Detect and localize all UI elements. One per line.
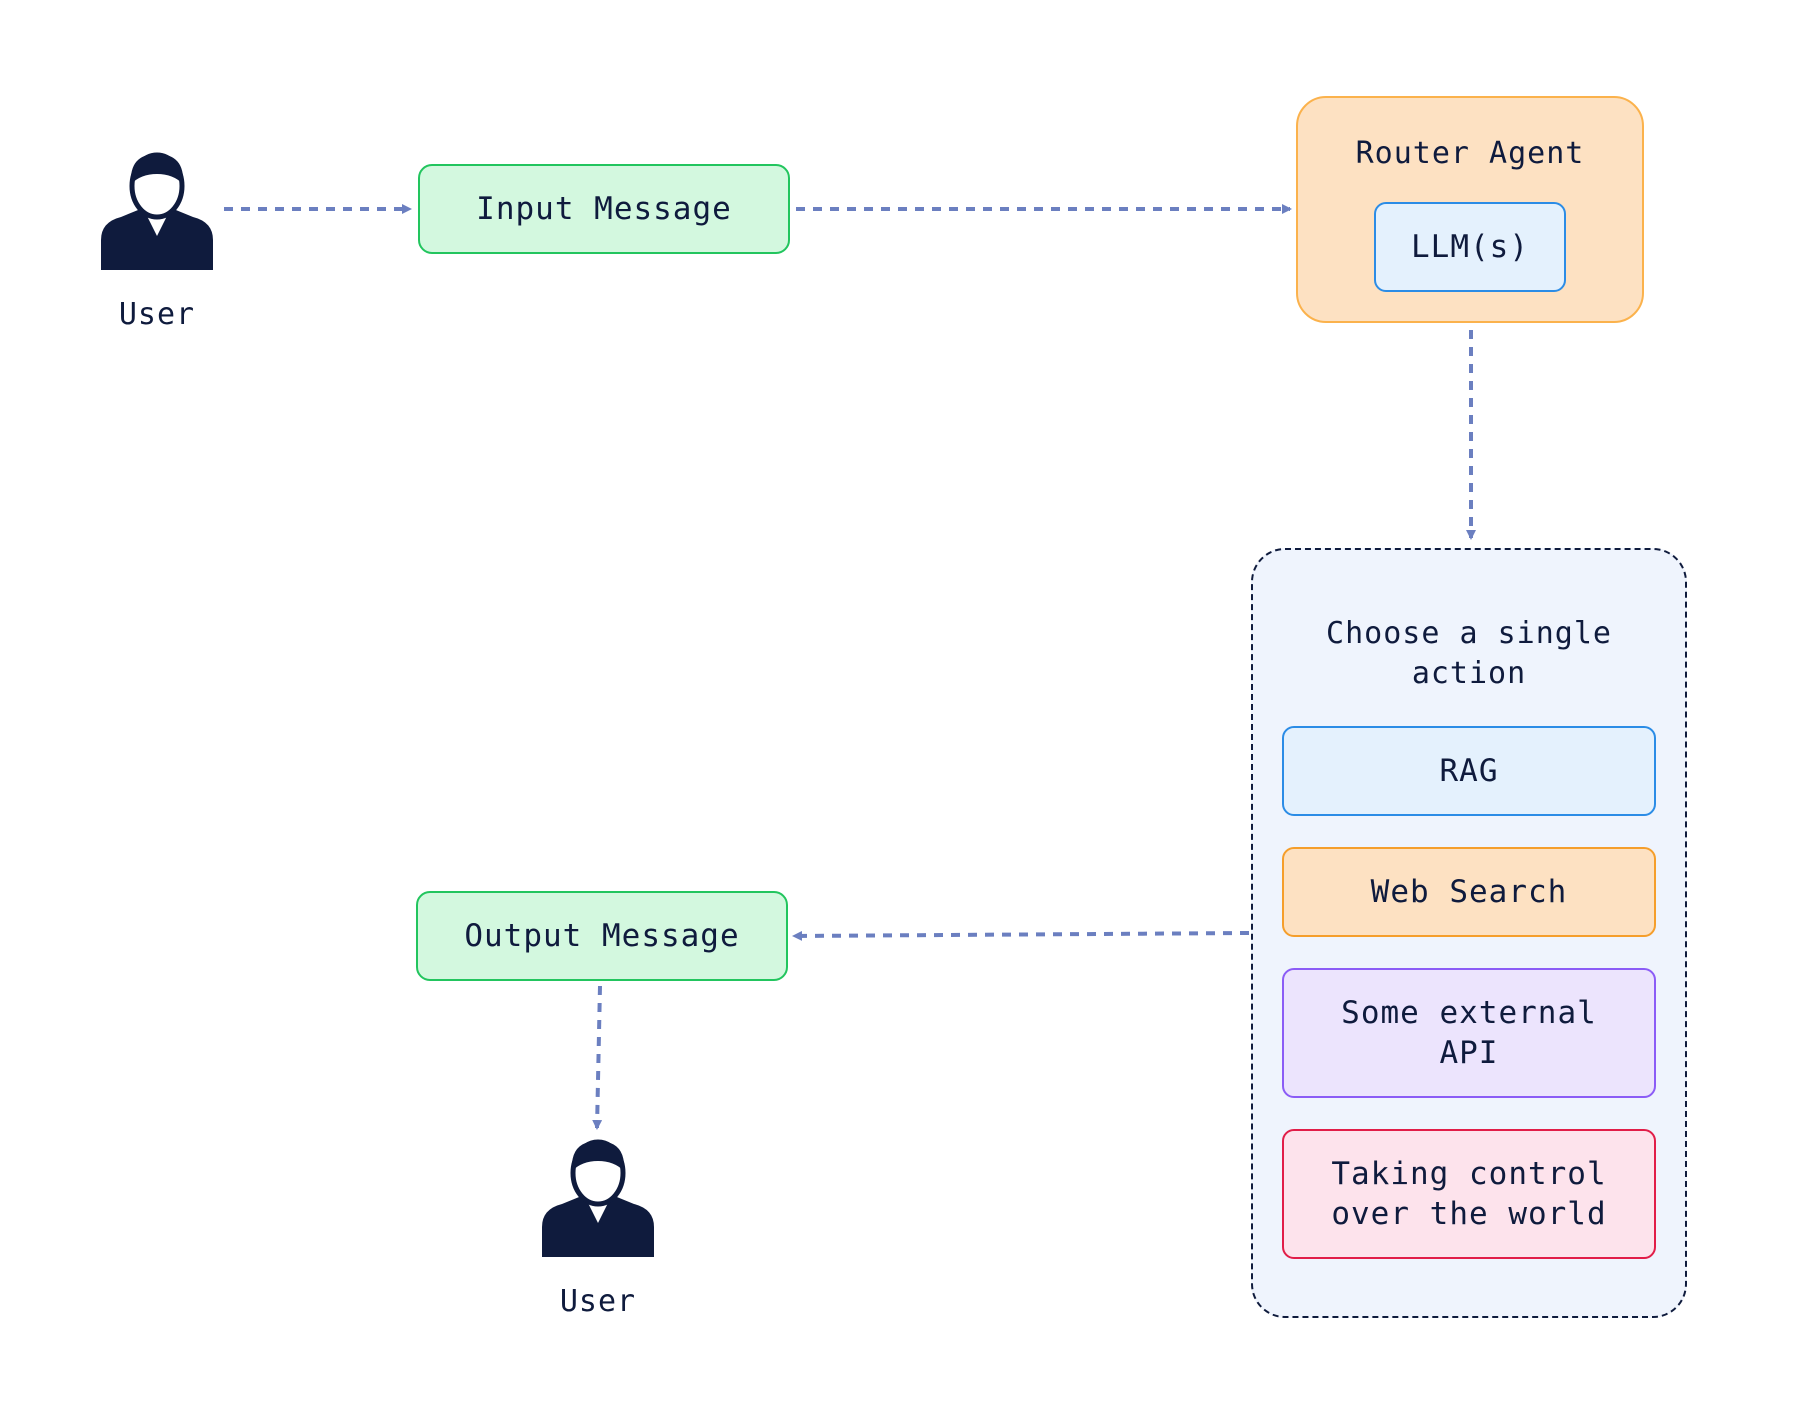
arrow-actions-to-output: [792, 930, 1250, 941]
action-panel: Choose a single action RAG Web Search So…: [1251, 548, 1687, 1318]
user-label-bottom: User: [559, 1284, 637, 1319]
router-agent-box: Router Agent LLM(s): [1296, 96, 1644, 323]
arrow-output-to-user: [592, 985, 603, 1130]
action-rag: RAG: [1282, 726, 1656, 816]
router-agent-title: Router Agent: [1355, 136, 1585, 171]
output-message-box: Output Message: [416, 891, 788, 981]
user-icon: [101, 152, 213, 270]
user-icon: [542, 1139, 654, 1257]
action-external-api: Some external API: [1282, 968, 1656, 1098]
action-web-search: Web Search: [1282, 847, 1656, 937]
action-take-control: Taking control over the world: [1282, 1129, 1656, 1259]
llm-box: LLM(s): [1374, 202, 1566, 292]
action-panel-title: Choose a single action: [1326, 616, 1612, 691]
user-label-top: User: [118, 297, 196, 332]
input-message-box: Input Message: [418, 164, 790, 254]
